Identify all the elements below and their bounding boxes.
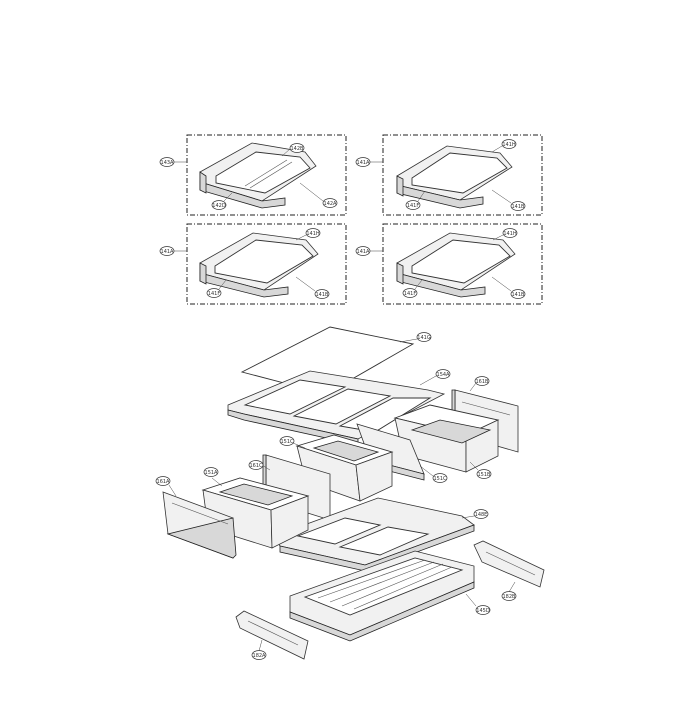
label-group-top-left: 143A — [161, 160, 175, 166]
lower-frame: 148E — [273, 497, 489, 572]
label-tr-right: 141B — [512, 204, 526, 210]
label-group-bottom-right: 141A — [357, 249, 371, 255]
label-side-cover: 182B — [503, 594, 517, 600]
label-door-right: 161B — [476, 379, 490, 385]
label-drawer-right: 151B — [478, 472, 492, 478]
label-group-bottom-left: 141A — [161, 249, 175, 255]
label-rail-mid: 151C — [433, 476, 447, 482]
shelf-assembly-bottom-left — [199, 232, 319, 298]
label-front-cover: 182A — [253, 653, 267, 659]
shelf-group-bottom-left: 141A 141H 141F 141B — [159, 223, 347, 305]
left-drawer: 151A — [201, 467, 310, 549]
label-bl-left: 141F — [208, 291, 221, 297]
label-br-right: 141B — [512, 292, 526, 298]
shelf-group-top-right: 141A 141H 141F 141B — [355, 134, 543, 216]
right-drawer: 151B — [393, 404, 500, 479]
bottom-pan: 145D — [289, 550, 491, 642]
label-lower-frame: 148E — [475, 512, 488, 518]
front-cover: 182A — [235, 610, 309, 660]
label-drawer-mid: 151C — [280, 439, 294, 445]
middle-drawer: 151C — [279, 434, 394, 502]
label-frame: 154A — [437, 372, 451, 378]
label-pan: 145D — [476, 608, 490, 614]
label-tl-top: 142B — [291, 146, 305, 152]
shelf-group-top-left: 143A 142B 142D 142A — [159, 134, 347, 216]
label-divider-mid: 161C — [249, 463, 263, 469]
shelf-group-bottom-right: 141A 141H 141F 141B — [355, 223, 543, 305]
group-box-top-left — [186, 134, 347, 216]
label-bl-right: 141B — [316, 292, 330, 298]
shelf-assembly-bottom-right — [396, 232, 516, 298]
label-cover: 141G — [417, 335, 431, 341]
left-door-panel: 161A — [155, 476, 237, 559]
group-box-bottom-left — [186, 223, 347, 305]
side-cover: 182B — [473, 540, 545, 601]
label-door-left: 161A — [157, 479, 171, 485]
label-tl-left: 142D — [212, 203, 226, 209]
label-br-left: 141F — [404, 291, 417, 297]
label-bl-top: 141H — [306, 231, 320, 237]
group-box-bottom-right — [382, 223, 543, 305]
label-group-top-right: 141A — [357, 160, 371, 166]
shelf-assembly-top-right — [396, 145, 513, 209]
label-tr-left: 141F — [407, 203, 420, 209]
label-drawer-left: 151A — [205, 470, 219, 476]
shelf-assembly-top-left — [199, 142, 317, 209]
group-box-top-right — [382, 134, 543, 216]
label-br-top: 141H — [503, 231, 517, 237]
label-tl-right: 142A — [324, 201, 338, 207]
label-tr-top: 141H — [502, 142, 516, 148]
